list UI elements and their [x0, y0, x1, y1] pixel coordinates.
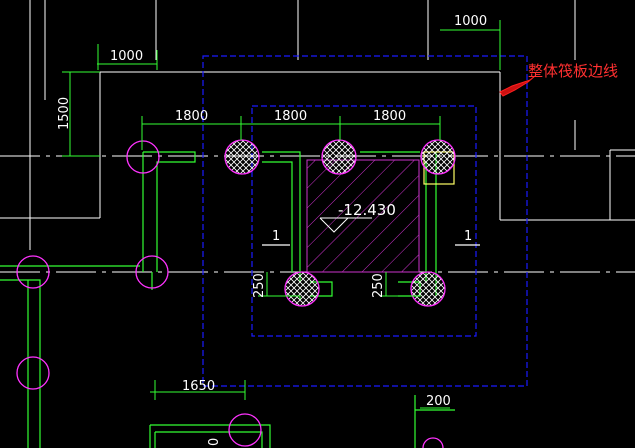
- section-mark-right: 1: [464, 229, 472, 244]
- hatched-piles: [224, 139, 456, 307]
- raft-outer-boundary: [202, 55, 528, 387]
- dim-span-3: 1800: [373, 109, 406, 124]
- dim-bottom-left: 1650: [182, 379, 215, 394]
- pile: [126, 140, 160, 174]
- dim-pile-offset-left: 250: [252, 273, 267, 298]
- dim-left-vertical: 1500: [57, 97, 72, 130]
- pile: [410, 271, 446, 307]
- dim-span-1: 1800: [175, 109, 208, 124]
- dim-span-2: 1800: [274, 109, 307, 124]
- dim-bottom-edge-partial: 0: [207, 438, 222, 446]
- dim-top-right: 1000: [454, 14, 487, 29]
- dimension-lines: [62, 20, 501, 409]
- pile: [321, 139, 357, 175]
- dim-pile-offset-right: 250: [371, 273, 386, 298]
- pile: [228, 413, 262, 447]
- pile: [135, 255, 169, 289]
- pit-inner-boundary: [251, 105, 477, 337]
- pile: [422, 437, 444, 448]
- section-mark-left: 1: [272, 229, 280, 244]
- leader-arrow-icon: [499, 75, 536, 97]
- pile: [420, 139, 456, 175]
- dim-bottom-right: 200: [426, 394, 451, 409]
- elevation-label: -12.430: [338, 201, 396, 219]
- open-piles: [16, 140, 444, 448]
- wall-lines: [0, 151, 455, 448]
- pile: [16, 255, 50, 289]
- pile: [284, 271, 320, 307]
- grid-lines: [0, 0, 635, 273]
- pit-hatch-area: [306, 159, 420, 273]
- dim-top-left: 1000: [110, 49, 143, 64]
- pile: [16, 356, 50, 390]
- elevation-marker-icon: [319, 217, 372, 233]
- raft-edge-annotation: 整体筏板边线: [528, 62, 618, 80]
- pile: [224, 139, 260, 175]
